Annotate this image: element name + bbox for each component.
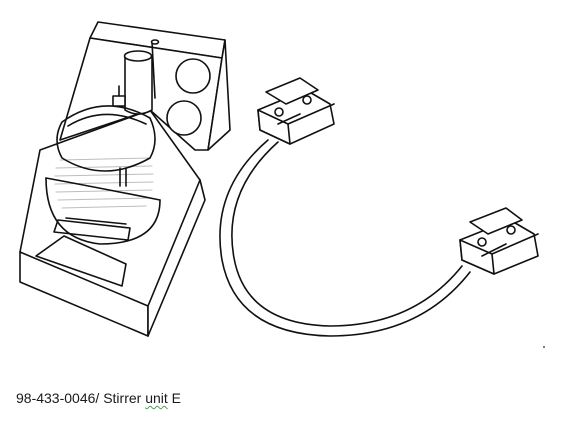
clamp-screw — [112, 95, 126, 107]
cable-outer — [219, 139, 471, 337]
product-name-start: Stirrer — [103, 390, 146, 406]
figure-caption: 98-433-0046/ Stirrer unit E — [16, 390, 181, 406]
front-tray-slot — [53, 219, 131, 241]
control-dial-bottom — [166, 100, 202, 136]
control-dial-top — [175, 58, 211, 94]
electrode-holder-top — [123, 50, 153, 62]
stray-dot — [543, 346, 545, 348]
beaker-stand-rim — [45, 177, 161, 201]
spellcheck-marked-word: unit — [145, 390, 168, 406]
connection-cable — [219, 77, 539, 337]
stirrer-unit-drawing — [19, 21, 539, 337]
rod — [151, 41, 156, 99]
part-number: 98-433-0046/ — [16, 390, 100, 406]
beaker-contents — [54, 157, 154, 209]
connector-b — [459, 207, 539, 275]
cable-inner — [231, 141, 463, 327]
front-tray — [35, 235, 127, 287]
stirrer-unit — [19, 21, 231, 337]
beaker-stand — [45, 177, 161, 245]
front-tray-slot-inner — [65, 217, 127, 225]
electrode-holder — [124, 55, 153, 115]
unit-housing-side — [207, 39, 231, 151]
clamp-ring-inner — [67, 113, 147, 127]
connector-a — [257, 77, 335, 145]
rod-cap — [150, 39, 160, 45]
unit-base-side — [147, 179, 206, 337]
product-name-end: E — [167, 390, 181, 406]
